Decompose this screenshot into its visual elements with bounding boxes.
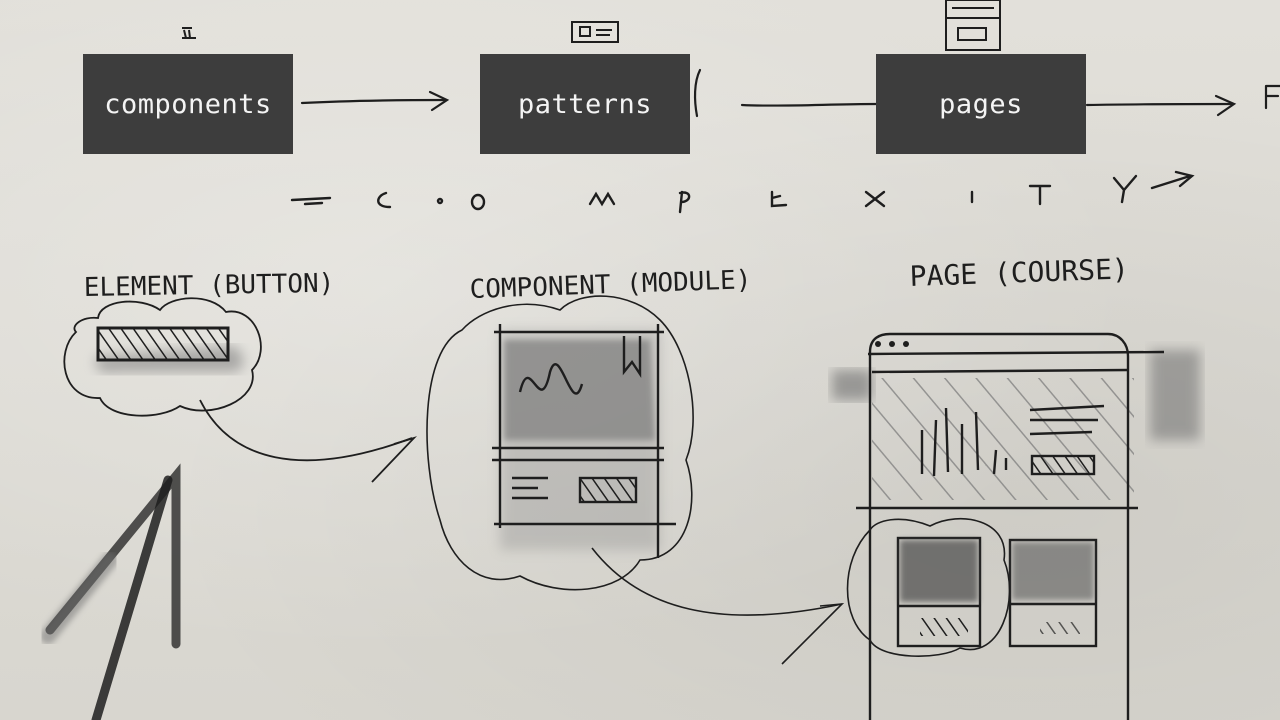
stage-label-components: components: [104, 88, 272, 120]
complexity-scrawl: [290, 170, 1195, 214]
tiny-doodle-pages: [945, 0, 1001, 51]
handwritten-element-label: ELEMENT (BUTTON): [84, 269, 335, 303]
component-module-sketch: [426, 295, 845, 665]
tiny-doodle-components: [182, 27, 196, 39]
stage-box-components: components: [83, 54, 293, 154]
element-button-sketch: [63, 297, 418, 483]
stage-label-pages: pages: [939, 88, 1023, 120]
page-course-sketch: [832, 332, 1200, 720]
handwritten-page-label: PAGE (COURSE): [909, 252, 1129, 293]
tiny-doodle-patterns: [571, 21, 619, 43]
stage-box-patterns: patterns: [480, 54, 690, 154]
flow-arrows: [300, 68, 1280, 118]
stage-box-pages: pages: [876, 54, 1086, 154]
big-up-arrow: [40, 463, 181, 720]
stage-label-patterns: patterns: [517, 88, 653, 120]
handwritten-component-label: COMPONENT (MODULE): [469, 265, 752, 305]
